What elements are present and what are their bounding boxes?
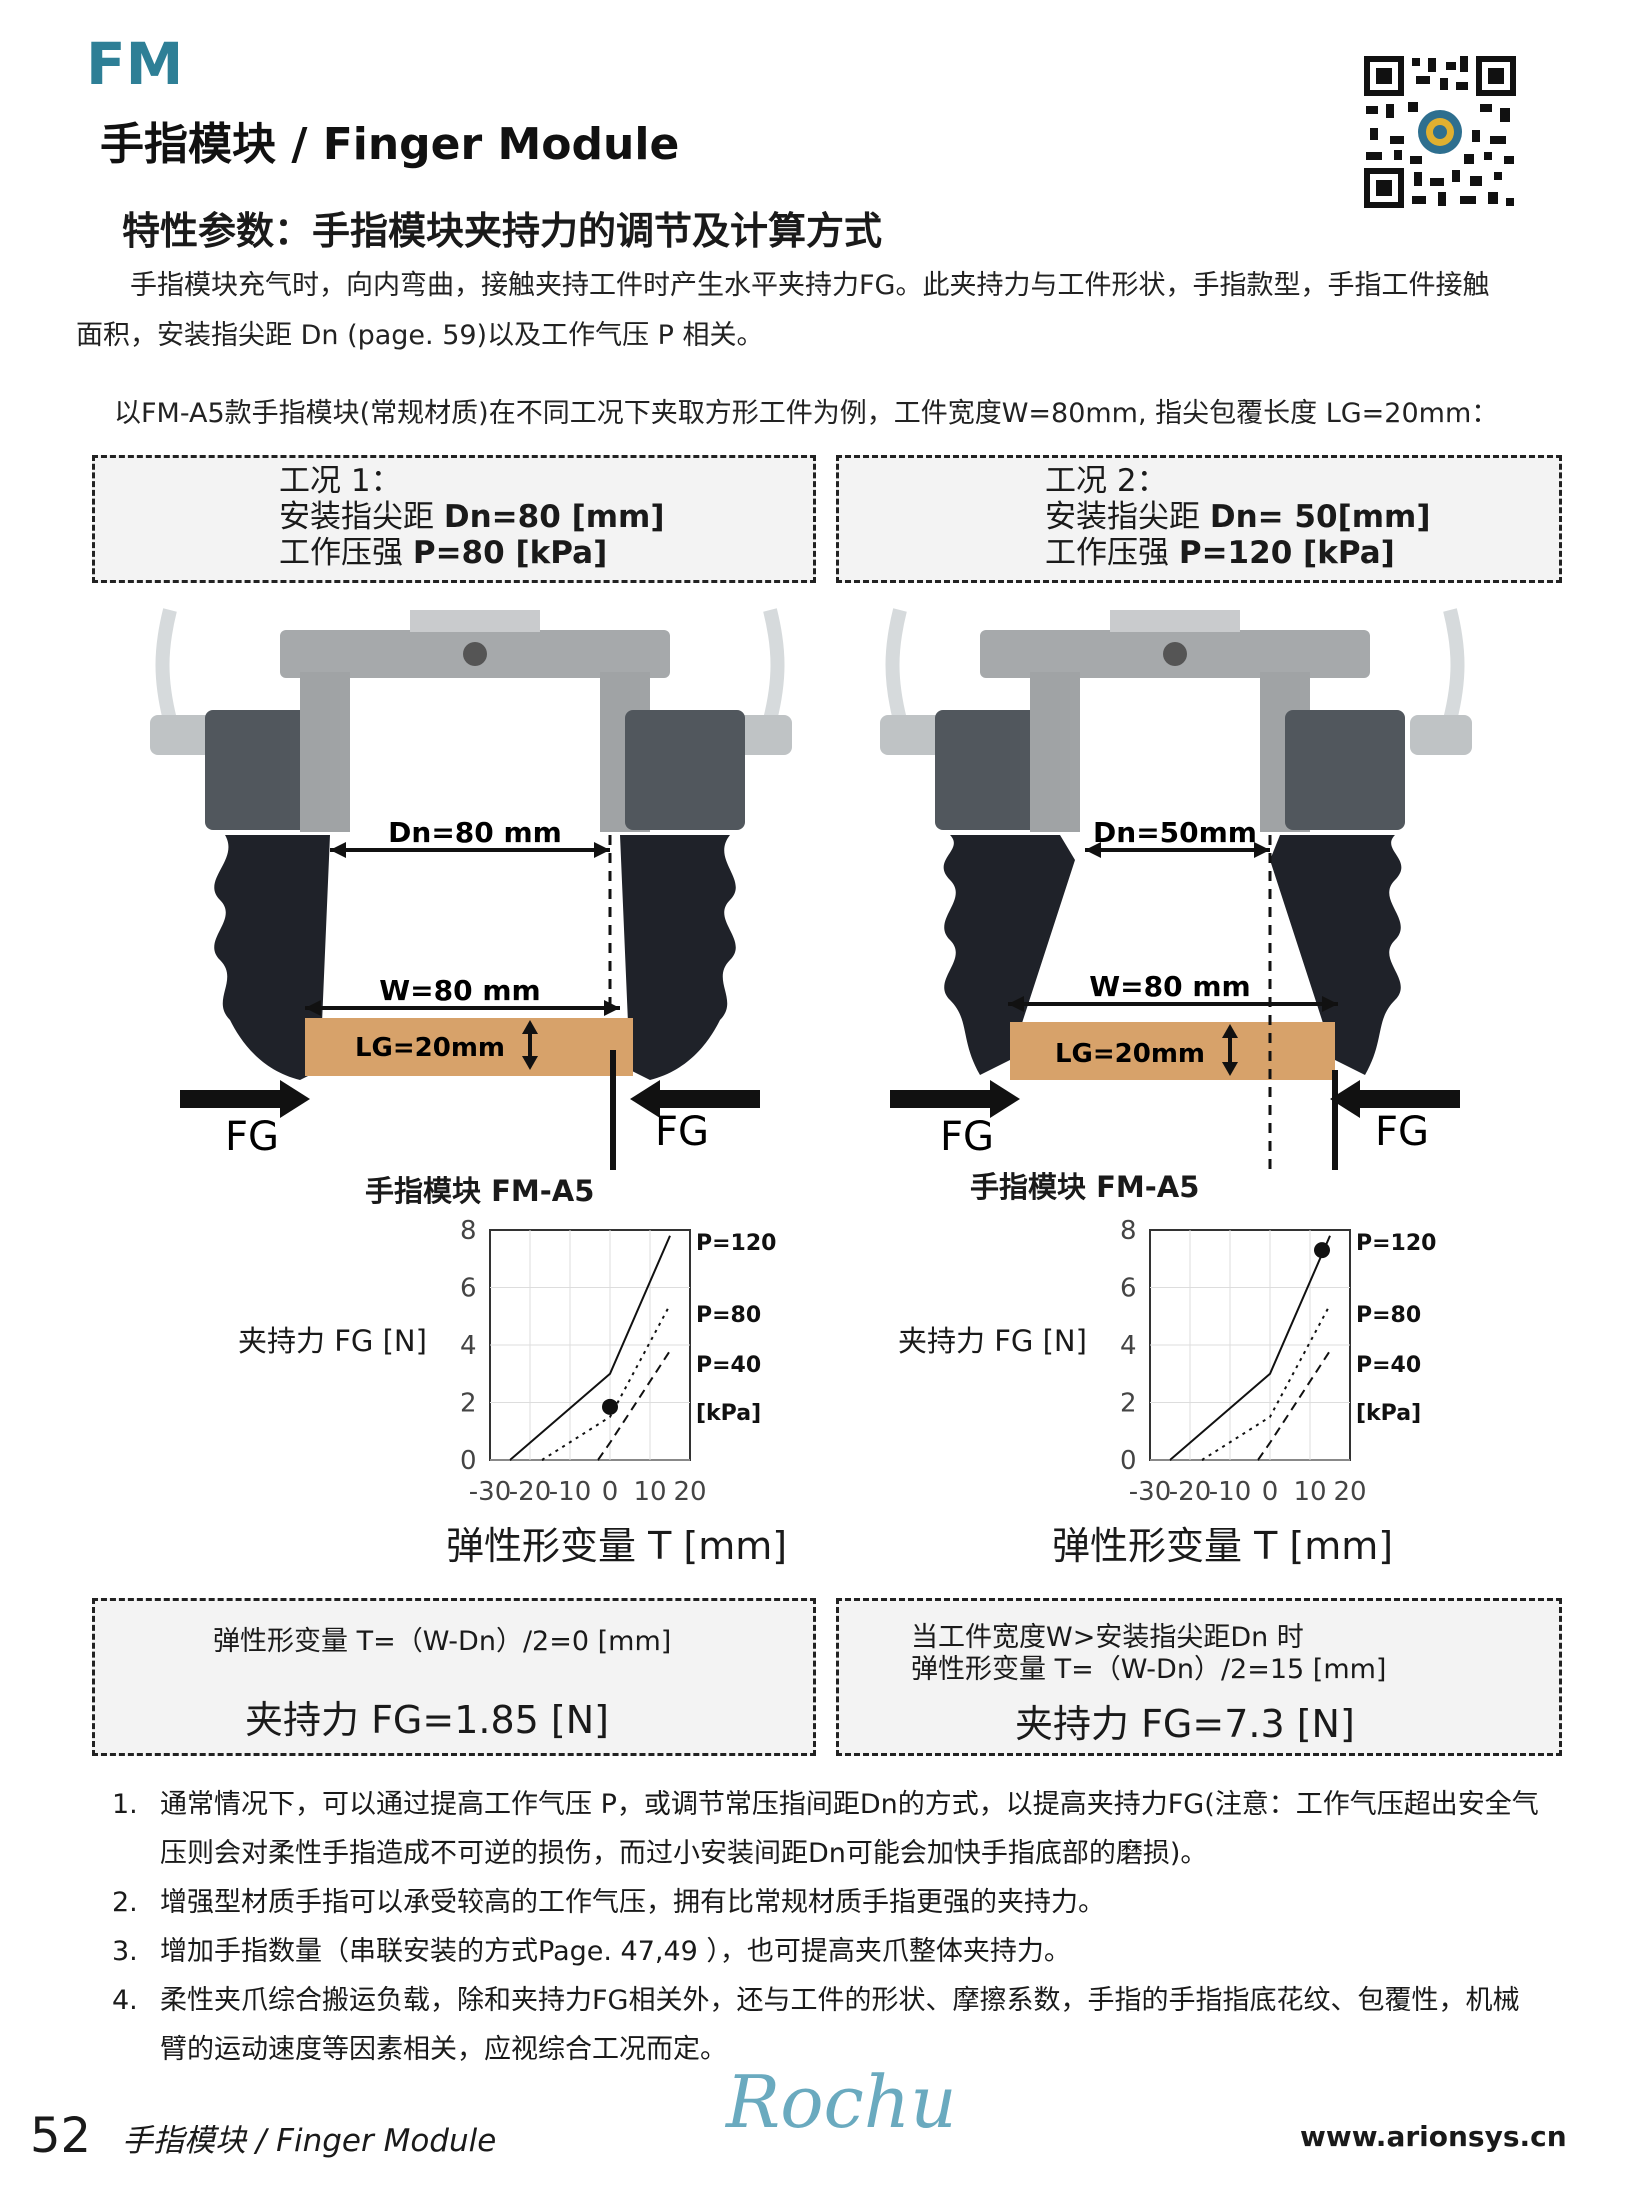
- result-2-force: 夹持力 FG=7.3 [N]: [1015, 1702, 1355, 1746]
- legend-label: P=40: [696, 1353, 761, 1378]
- lg-dimension-1: LG=20mm: [355, 1033, 505, 1063]
- y-tick-label: 8: [1120, 1216, 1137, 1246]
- w-dimension-2: W=80 mm: [1089, 970, 1250, 1003]
- brand-logo: Rochu: [726, 2060, 957, 2144]
- qr-code-icon[interactable]: [1360, 52, 1520, 212]
- legend-label: P=80: [1356, 1303, 1421, 1328]
- chart-1-ylabel: 夹持力 FG [N]: [238, 1324, 427, 1358]
- case-2-box: 工况 2： 安装指尖距 Dn= 50[mm] 工作压强 P=120 [kPa]: [836, 455, 1562, 583]
- legend-label: [kPa]: [1356, 1401, 1421, 1426]
- operating-point-marker: [1314, 1242, 1330, 1259]
- x-tick-label: 10: [1293, 1477, 1326, 1507]
- lg-dimension-2: LG=20mm: [1055, 1039, 1205, 1069]
- result-1-box: 弹性形变量 T=（W-Dn）/2=0 [mm] 夹持力 FG=1.85 [N]: [92, 1598, 816, 1756]
- x-tick-label: 0: [602, 1477, 619, 1507]
- y-tick-label: 6: [460, 1274, 477, 1304]
- case-1-title: 工况 1：: [279, 463, 402, 499]
- series-line: [1257, 1350, 1331, 1461]
- legend-label: [kPa]: [696, 1401, 761, 1426]
- x-tick-label: 20: [1333, 1477, 1366, 1507]
- section-code: FM: [86, 30, 184, 98]
- x-tick-label: -10: [1209, 1477, 1251, 1507]
- result-1-force: 夹持力 FG=1.85 [N]: [245, 1698, 609, 1742]
- example-text: 以FM-A5款手指模块(常规材质)在不同工况下夹取方形工件为例，工件宽度W=80…: [114, 398, 1499, 429]
- chart-1-xlabel: 弹性形变量 T [mm]: [446, 1524, 788, 1568]
- fg-right-label-2: FG: [1375, 1109, 1429, 1155]
- x-tick-label: 0: [1262, 1477, 1279, 1507]
- result-2-condition: 当工件宽度W>安装指尖距Dn 时: [911, 1622, 1304, 1653]
- x-tick-label: 10: [633, 1477, 666, 1507]
- w-dimension-1: W=80 mm: [379, 974, 540, 1007]
- result-2-box: 当工件宽度W>安装指尖距Dn 时 弹性形变量 T=（W-Dn）/2=15 [mm…: [836, 1598, 1562, 1756]
- chart-1-title: 手指模块 FM-A5: [365, 1174, 595, 1208]
- notes-list: 1. 通常情况下，可以通过提高工作气压 P，或调节常压指间距Dn的方式，以提高夹…: [112, 1780, 1562, 2074]
- case-2-dn: 安装指尖距 Dn= 50[mm]: [1045, 499, 1431, 535]
- note-1: 1. 通常情况下，可以通过提高工作气压 P，或调节常压指间距Dn的方式，以提高夹…: [112, 1789, 1539, 1869]
- series-line: [1169, 1235, 1331, 1461]
- legend-label: P=120: [696, 1231, 776, 1256]
- legend-label: P=40: [1356, 1353, 1421, 1378]
- fg-left-label-2: FG: [940, 1114, 994, 1160]
- gripper-figure-2: Dn=50mm W=80 mm LG=20mm FG FG: [880, 608, 1472, 1170]
- note-4: 4. 柔性夹爪综合搬运负载，除和夹持力FG相关外，还与工件的形状、摩擦系数，手指…: [112, 1985, 1520, 2065]
- y-tick-label: 6: [1120, 1274, 1137, 1304]
- x-tick-label: -20: [509, 1477, 551, 1507]
- case-2-pressure: 工作压强 P=120 [kPa]: [1045, 535, 1395, 571]
- chart-2-xlabel: 弹性形变量 T [mm]: [1052, 1524, 1394, 1568]
- y-tick-label: 2: [460, 1389, 477, 1419]
- x-tick-label: -20: [1169, 1477, 1211, 1507]
- case-1-dn: 安装指尖距 Dn=80 [mm]: [279, 499, 665, 535]
- legend-label: P=120: [1356, 1231, 1436, 1256]
- y-tick-label: 0: [1120, 1446, 1137, 1476]
- website-link[interactable]: www.arionsys.cn: [1300, 2120, 1567, 2153]
- x-tick-label: 20: [673, 1477, 706, 1507]
- x-tick-label: -10: [549, 1477, 591, 1507]
- result-2-deformation: 弹性形变量 T=（W-Dn）/2=15 [mm]: [911, 1654, 1387, 1685]
- y-tick-label: 4: [1120, 1331, 1137, 1361]
- case-2-title: 工况 2：: [1045, 463, 1168, 499]
- chart-2-ylabel: 夹持力 FG [N]: [898, 1324, 1087, 1358]
- intro-line-1: 手指模块充气时，向内弯曲，接触夹持工件时产生水平夹持力FG。此夹持力与工件形状，…: [130, 270, 1490, 301]
- dn-dimension-1: Dn=80 mm: [388, 816, 562, 849]
- x-tick-label: -30: [469, 1477, 511, 1507]
- case-1-box: 工况 1： 安装指尖距 Dn=80 [mm] 工作压强 P=80 [kPa]: [92, 455, 816, 583]
- operating-point-marker: [602, 1398, 618, 1415]
- chart-2-title: 手指模块 FM-A5: [970, 1170, 1200, 1204]
- series-line: [597, 1350, 671, 1461]
- case-1-pressure: 工作压强 P=80 [kPa]: [279, 535, 608, 571]
- dn-dimension-2: Dn=50mm: [1093, 816, 1257, 849]
- page-title: 手指模块 / Finger Module: [100, 119, 680, 170]
- page-number: 52: [30, 2108, 92, 2164]
- y-tick-label: 0: [460, 1446, 477, 1476]
- series-line: [541, 1304, 671, 1461]
- fg-right-label-1: FG: [655, 1109, 709, 1155]
- y-tick-label: 8: [460, 1216, 477, 1246]
- note-2: 2. 增强型材质手指可以承受较高的工作气压，拥有比常规材质手指更强的夹持力。: [112, 1887, 1105, 1918]
- series-line: [1201, 1304, 1331, 1461]
- legend-label: P=80: [696, 1303, 761, 1328]
- fg-left-label-1: FG: [225, 1114, 279, 1160]
- intro-line-2: 面积，安装指尖距 Dn (page. 59)以及工作气压 P 相关。: [76, 320, 764, 351]
- note-3: 3. 增加手指数量（串联安装的方式Page. 47,49 ），也可提高夹爪整体夹…: [112, 1936, 1071, 1967]
- section-title: 特性参数：手指模块夹持力的调节及计算方式: [122, 209, 883, 253]
- gripper-figure-1: Dn=80 mm W=80 mm LG=20mm FG FG: [150, 608, 792, 1170]
- result-1-deformation: 弹性形变量 T=（W-Dn）/2=0 [mm]: [213, 1626, 672, 1657]
- footer-section: 手指模块 / Finger Module: [122, 2123, 497, 2159]
- series-line: [509, 1235, 671, 1461]
- y-tick-label: 4: [460, 1331, 477, 1361]
- x-tick-label: -30: [1129, 1477, 1171, 1507]
- y-tick-label: 2: [1120, 1389, 1137, 1419]
